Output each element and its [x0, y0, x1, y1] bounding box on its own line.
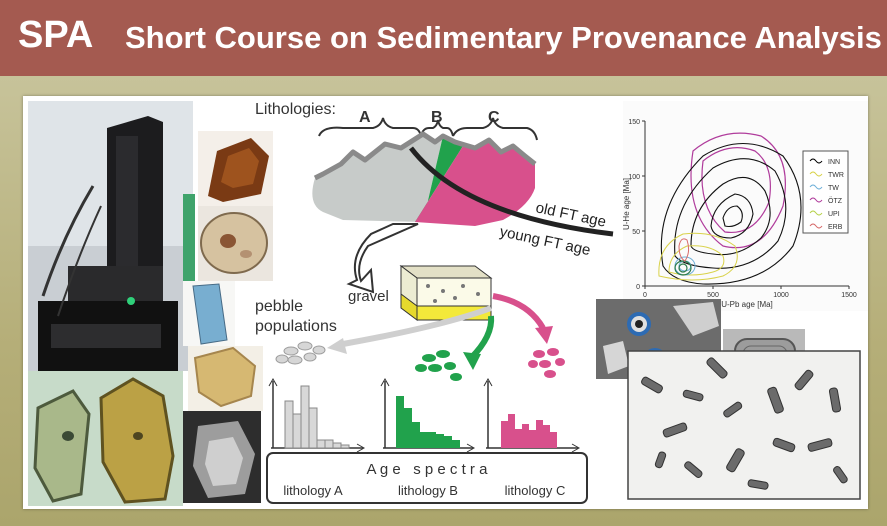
course-title: Short Course on Sedimentary Provenance A… — [125, 20, 882, 55]
legend-erb: ERB — [828, 224, 843, 231]
cross-section-diagram: Lithologies: A B C old FT age young FT a… — [255, 101, 614, 294]
pebbles-b — [415, 350, 462, 381]
lithology-b-label: lithology B — [398, 483, 458, 498]
y-axis-label: U-He age [Ma] — [622, 178, 631, 230]
lithology-a-label: lithology A — [283, 483, 343, 498]
ytick-0: 0 — [636, 284, 640, 291]
brace-a — [318, 117, 422, 137]
crystal-photo-rounded — [198, 206, 273, 281]
litho-letter-a: A — [359, 109, 371, 126]
xtick-1500: 1500 — [841, 292, 857, 299]
header-banner: SPA Short Course on Sedimentary Provenan… — [0, 0, 887, 76]
brace-b — [420, 119, 454, 137]
pebble-label-line2: populations — [255, 318, 337, 335]
histogram-c — [483, 377, 581, 453]
gravel-block: gravel — [348, 265, 493, 321]
crystal-photo-large — [28, 371, 183, 506]
age-spectra-box: A g e s p e c t r a lithology A litholog… — [266, 452, 588, 504]
legend-twr: TWR — [828, 172, 844, 179]
xtick-500: 500 — [707, 292, 719, 299]
x-axis-label: U-Pb age [Ma] — [721, 300, 773, 309]
lithologies-label: Lithologies: — [255, 101, 336, 118]
crystal-photo-dark — [198, 131, 273, 206]
legend-upi: UPI — [828, 211, 840, 218]
legend-otz: ÖTZ — [828, 197, 843, 205]
legend-inn: INN — [828, 159, 840, 166]
gravel-label: gravel — [348, 288, 389, 305]
plot-legend: INN TWR TW ÖTZ UPI ERB — [802, 150, 849, 234]
histogram-b — [380, 377, 476, 453]
contour-plot: 150 100 50 0 0 500 1000 1500 U-Pb age [M… — [622, 101, 868, 311]
course-abbreviation: SPA — [18, 14, 94, 56]
pebble-populations: pebble populations — [255, 293, 565, 381]
crystal-photo-grey — [183, 411, 261, 503]
histogram-a — [268, 377, 366, 453]
ytick-150: 150 — [628, 119, 640, 126]
lithology-c-label: lithology C — [505, 483, 566, 498]
erosion-arrow — [346, 223, 419, 294]
crystal-photo-yellow — [188, 346, 263, 411]
zircon-grains-photo — [627, 350, 861, 500]
brace-c — [452, 117, 538, 141]
pebbles-c — [528, 348, 565, 378]
litho-letter-b: B — [431, 109, 443, 126]
crystal-photo-blue — [183, 281, 235, 346]
legend-tw: TW — [828, 185, 839, 192]
pebble-label-line1: pebble — [255, 298, 303, 315]
pebbles-a — [275, 341, 326, 365]
instrument-photo — [28, 101, 195, 371]
ytick-100: 100 — [628, 174, 640, 181]
ytick-50: 50 — [632, 229, 640, 236]
xtick-0: 0 — [643, 292, 647, 299]
xtick-1000: 1000 — [773, 292, 789, 299]
content-panel: Lithologies: A B C old FT age young FT a… — [23, 96, 868, 509]
course-figure: Lithologies: A B C old FT age young FT a… — [28, 101, 868, 506]
age-spectra-title: A g e s p e c t r a — [367, 461, 489, 478]
